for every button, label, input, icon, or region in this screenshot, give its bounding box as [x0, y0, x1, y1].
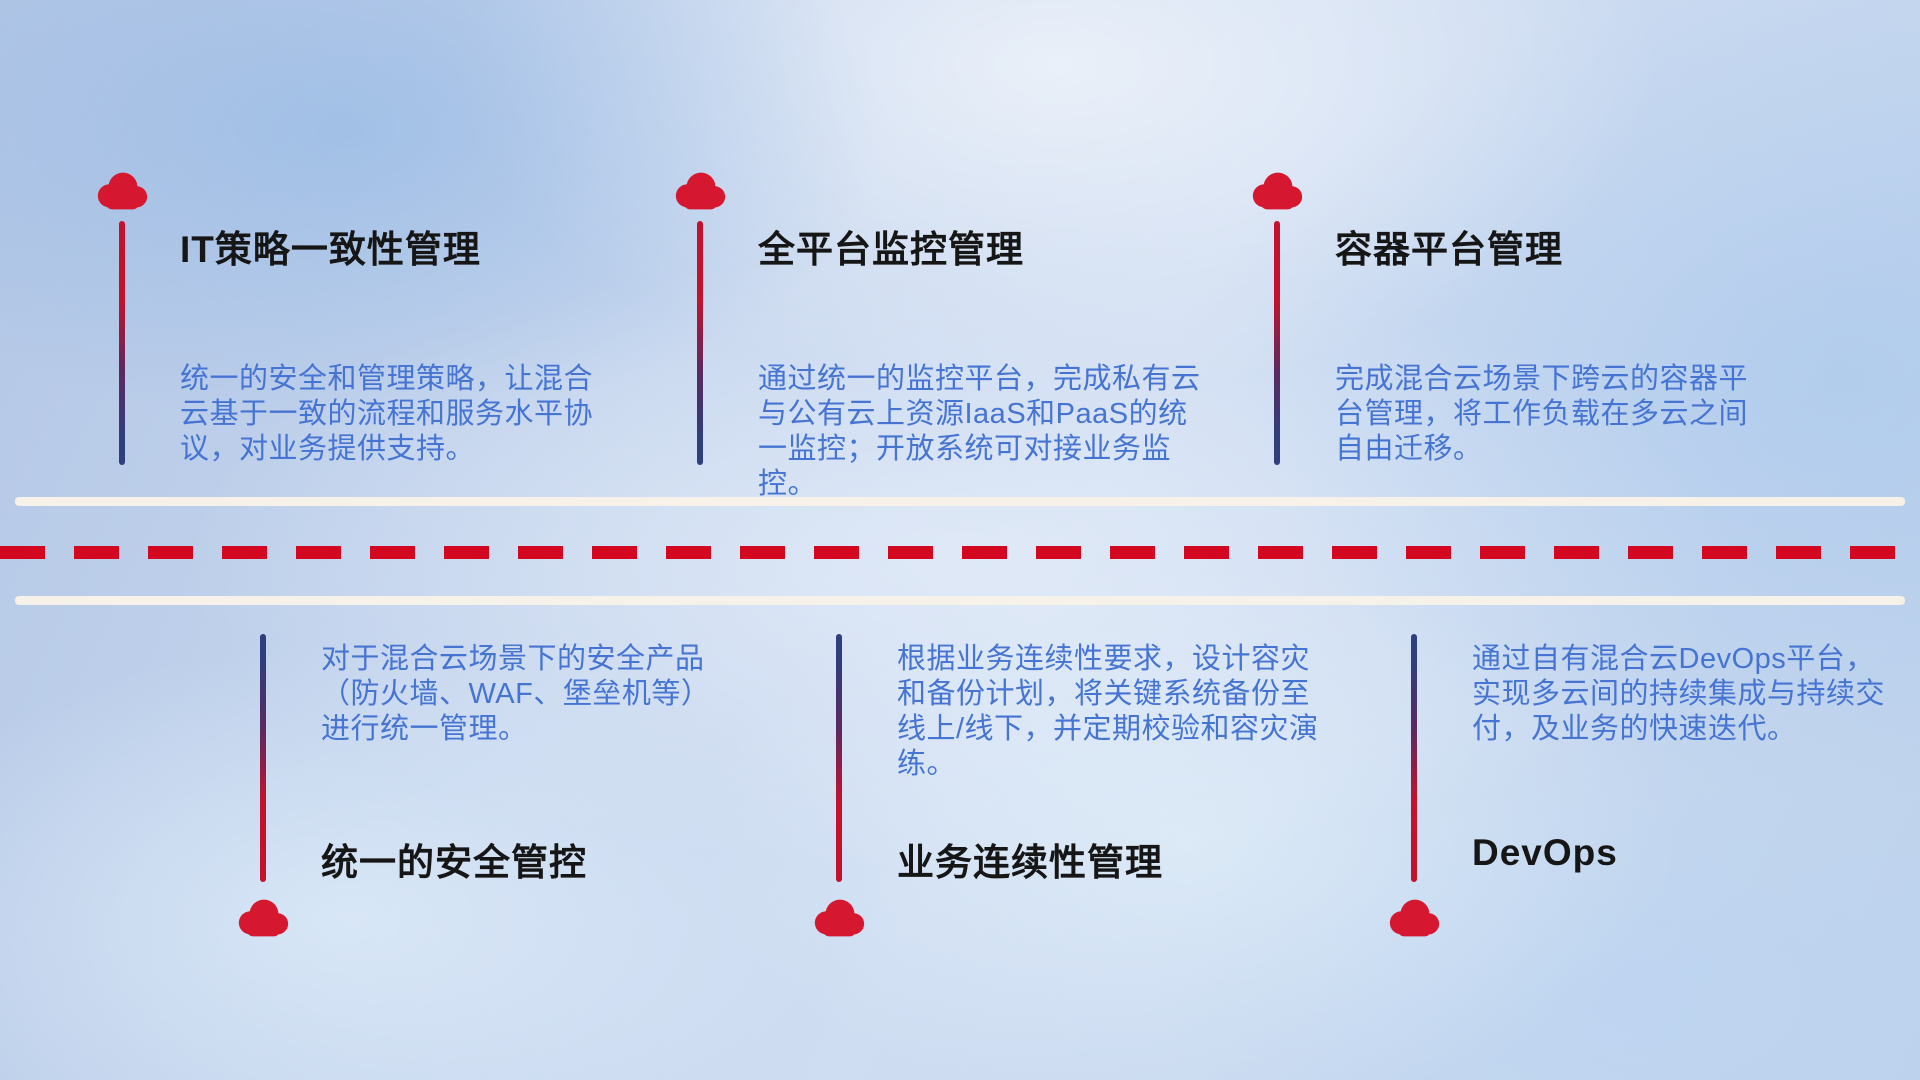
- timeline-stem: [836, 634, 842, 882]
- item-title: 全平台监控管理: [758, 229, 1024, 270]
- cloud-icon: [810, 896, 868, 938]
- road-dashed-centerline: [0, 546, 1920, 559]
- item-title: 业务连续性管理: [897, 842, 1163, 883]
- cloud-icon: [1385, 896, 1443, 938]
- item-title: DevOps: [1472, 832, 1618, 873]
- item-title: 统一的安全管控: [321, 842, 587, 883]
- item-description: 根据业务连续性要求，设计容灾和备份计划，将关键系统备份至线上/线下，并定期校验和…: [897, 643, 1319, 780]
- item-description: 对于混合云场景下的安全产品（防火墙、WAF、堡垒机等）进行统一管理。: [321, 643, 711, 745]
- item-description: 通过统一的监控平台，完成私有云与公有云上资源IaaS和PaaS的统一监控；开放系…: [758, 363, 1201, 500]
- item-description: 完成混合云场景下跨云的容器平台管理，将工作负载在多云之间自由迁移。: [1335, 363, 1749, 465]
- timeline-stem: [260, 634, 266, 882]
- timeline-stem: [697, 221, 703, 465]
- cloud-icon: [234, 896, 292, 938]
- timeline-stem: [1274, 221, 1280, 465]
- timeline-stem: [119, 221, 125, 465]
- cloud-icon: [93, 169, 151, 211]
- cloud-icon: [671, 169, 729, 211]
- road-bottom-line: [15, 596, 1905, 605]
- item-title: IT策略一致性管理: [180, 229, 481, 270]
- road-top-line: [15, 497, 1905, 506]
- timeline-stem: [1411, 634, 1417, 882]
- item-description: 统一的安全和管理策略，让混合云基于一致的流程和服务水平协议，对业务提供支持。: [180, 363, 594, 465]
- cloud-icon: [1248, 169, 1306, 211]
- item-description: 通过自有混合云DevOps平台，实现多云间的持续集成与持续交付，及业务的快速迭代…: [1472, 643, 1886, 745]
- item-title: 容器平台管理: [1335, 229, 1563, 270]
